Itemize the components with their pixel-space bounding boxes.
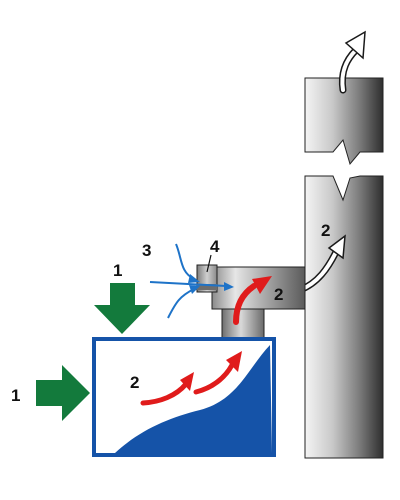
- stack-lower-segment: [304, 175, 384, 459]
- air-arrow-lower: [167, 288, 195, 319]
- exhaust-stack: [296, 30, 384, 459]
- hot-flow-arrow-1: [140, 381, 189, 406]
- dilution-air-arrows: [149, 243, 234, 319]
- stack-upper-segment: [304, 77, 384, 166]
- label-3: 3: [142, 241, 151, 260]
- hot-flow-arrows: [140, 276, 272, 406]
- label-2-box: 2: [130, 373, 139, 392]
- hot-flow-arrow-2: [193, 362, 235, 395]
- air-arrow-straight: [149, 281, 227, 287]
- label-4-leader: [206, 254, 212, 273]
- flue-connector: [196, 254, 306, 341]
- appliance-box: [92, 337, 276, 457]
- label-1-top: 1: [113, 261, 122, 280]
- air-arrow-upper: [175, 243, 195, 280]
- liquid-fill: [115, 345, 272, 453]
- label-2-flue: 2: [274, 285, 283, 304]
- force-arrows: [36, 283, 150, 421]
- label-1-left: 1: [11, 386, 20, 405]
- label-4: 4: [210, 237, 220, 256]
- force-arrow-right: [36, 365, 90, 421]
- force-arrow-down: [94, 283, 150, 334]
- hot-flow-arrow-riser: [233, 283, 257, 325]
- label-2-stack: 2: [321, 221, 330, 240]
